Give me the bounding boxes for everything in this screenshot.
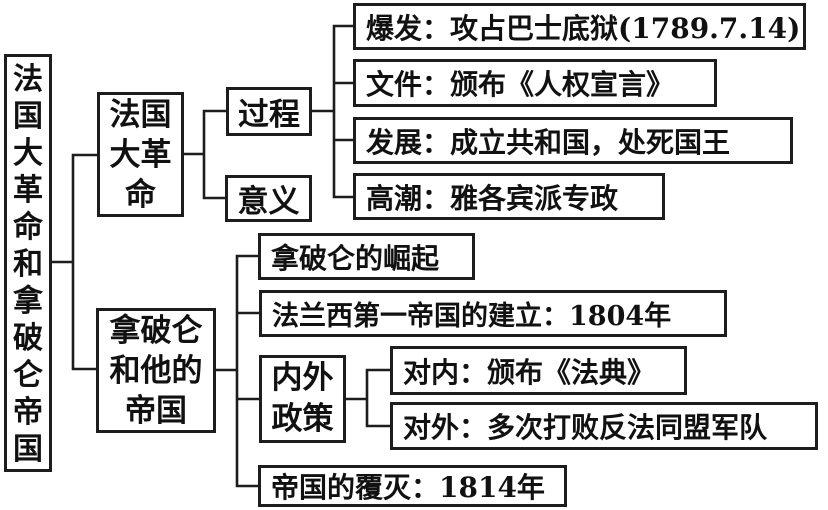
node-significance: 意义	[225, 175, 312, 222]
node-first-empire-founding: 法兰西第一帝国的建立：1804年	[259, 290, 727, 337]
node-napoleon-rise: 拿破仑的崛起	[258, 233, 475, 280]
connector-root-bracket	[50, 153, 99, 371]
connector-process-bracket	[310, 24, 355, 199]
node-policy-external-coalitions: 对外：多次打败反法同盟军队	[390, 402, 818, 450]
node-policy-internal-code: 对内：颁布《法典》	[390, 346, 687, 395]
node-republic-king-executed: 发展：成立共和国，处死国王	[353, 117, 793, 164]
node-french-revolution: 法国大革命	[97, 92, 184, 217]
node-outbreak-bastille: 爆发：攻占巴士底狱(1789.7.14)	[353, 3, 806, 50]
node-root-title: 法国大革命和拿破仑帝国	[4, 54, 52, 472]
node-jacobin-rule: 高潮：雅各宾派专政	[353, 173, 665, 220]
connector-revolution-bracket	[182, 109, 228, 200]
connector-policies-bracket	[344, 368, 392, 428]
node-napoleon-empire: 拿破仑和他的帝国	[96, 308, 216, 433]
node-declaration-rights: 文件：颁布《人权宣言》	[353, 59, 717, 107]
connector-napoleon-bracket	[214, 254, 261, 488]
node-empire-fall: 帝国的覆灭：1814年	[258, 465, 567, 507]
node-policies: 内外政策	[259, 355, 346, 443]
node-process: 过程	[226, 87, 312, 136]
